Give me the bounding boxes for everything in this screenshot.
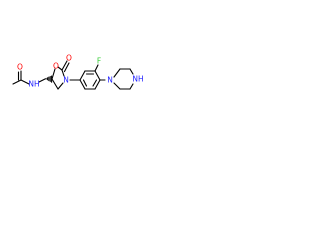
atom-fluorine: F [97, 57, 101, 66]
bond-c2-n3 [61, 69, 65, 77]
bond-carbonyl-nh [20, 79, 30, 85]
atom-amide-nitrogen: NH [28, 80, 39, 89]
atom-carbonyl-oxygen: O [66, 54, 72, 63]
bond-methyl-carbonyl [12, 79, 22, 85]
bond-n3-c4 [57, 82, 64, 90]
bond-ar-3 [94, 70, 101, 81]
bond-pip-4 [129, 83, 134, 90]
atom-label-layer: O NH O O N F N NH [17, 54, 144, 89]
atom-ring-nitrogen: N [63, 76, 69, 85]
bond-pip-3 [129, 68, 134, 75]
bond-ar-6-inner [82, 79, 88, 87]
stereo-hash-bond [45, 75, 53, 83]
bond-c2-o-double-1 [61, 60, 68, 71]
bond-c4-c5 [51, 78, 59, 90]
atom-piperazine-n1: N [107, 76, 113, 85]
bond-c-f [94, 64, 99, 72]
bond-layer [12, 60, 134, 90]
bond-c2-o-double-2 [63, 62, 70, 73]
bond-ar-4 [94, 79, 101, 90]
bond-o1-c2 [57, 66, 63, 71]
bond-c5-o1 [51, 68, 56, 80]
bond-pip-6 [113, 82, 121, 90]
atom-piperazine-n4: NH [132, 75, 143, 84]
bond-nh-ch2 [38, 78, 46, 83]
bond-ar-1 [79, 70, 86, 81]
bond-ar-6 [79, 79, 86, 90]
bond-ar-4-inner [92, 79, 98, 87]
molecule-structure: O NH O O N F N NH [12, 54, 144, 90]
atom-ring-oxygen: O [53, 62, 59, 71]
atom-acetyl-oxygen: O [17, 63, 23, 72]
bond-pip-1 [113, 68, 121, 78]
